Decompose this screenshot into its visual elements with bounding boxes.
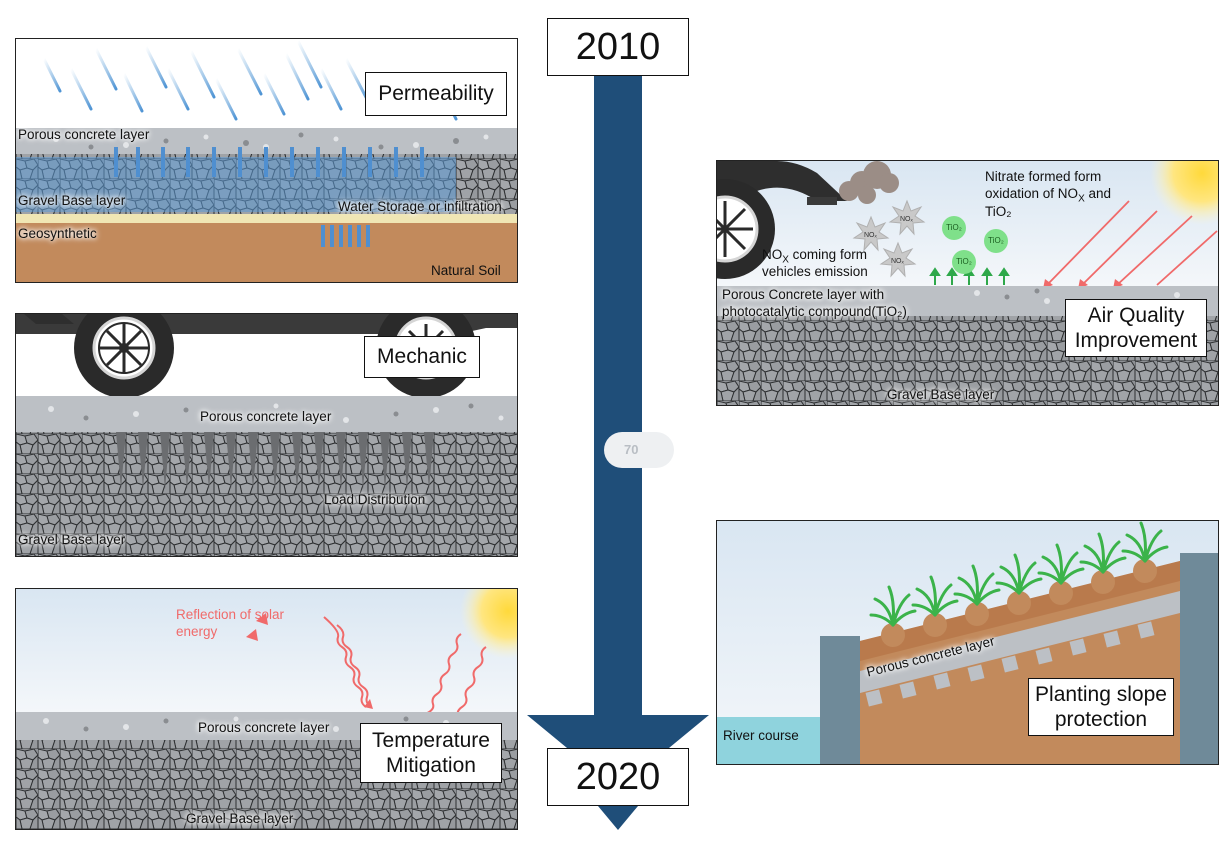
gas-nox-1: NOₓ — [864, 232, 877, 239]
plants — [869, 521, 1169, 627]
panel-mechanic: Mechanic Porous concrete layer Load Dist… — [15, 313, 518, 557]
car-silhouette — [717, 161, 847, 279]
label-water-storage: Water Storage or infiltration — [338, 199, 502, 214]
label-nox-line2: vehicles emission — [762, 264, 868, 279]
label-reflection-line1: Reflection of solar — [176, 607, 285, 622]
year-end: 2020 — [547, 748, 689, 806]
label-nitrate-line3: TiO₂ — [985, 204, 1012, 219]
label-nitrate-line2-sub: X — [1078, 193, 1085, 205]
tio2-particle-2: TiO₂ — [984, 229, 1008, 253]
label-natural-soil: Natural Soil — [431, 263, 501, 278]
label-nox-line1-a: NO — [762, 247, 783, 262]
overlay-badge: 70 — [604, 432, 674, 468]
label-nox-line1-b: coming form — [788, 247, 867, 262]
exhaust-smoke — [839, 161, 899, 204]
title-air-quality: Air Quality Improvement — [1065, 299, 1207, 357]
title-mechanic: Mechanic — [364, 336, 480, 378]
title-planting-line2: protection — [1054, 708, 1148, 731]
tio2-particle-3: TiO₂ — [952, 250, 976, 274]
title-air-quality-line2: Improvement — [1074, 329, 1198, 352]
label-nitrate-line2: oxidation of NOX and — [985, 186, 1111, 205]
gas-nox-2: NOₓ — [900, 216, 913, 223]
label-river-course: River course — [723, 728, 799, 743]
label-nox-line1: NOX coming form — [762, 247, 867, 266]
label-gravel-base: Gravel Base layer — [887, 387, 995, 402]
label-porous-concrete: Porous concrete layer — [200, 409, 332, 424]
tio2-particle-1: TiO₂ — [942, 216, 966, 240]
title-temperature-line2: Mitigation — [386, 754, 476, 777]
label-porous-line2: photocatalytic compound(TiO₂) — [722, 304, 907, 319]
label-geosynthetic: Geosynthetic — [18, 226, 97, 241]
title-temperature: Temperature Mitigation — [360, 723, 502, 783]
title-air-quality-line1: Air Quality — [1087, 303, 1185, 327]
car-wheel-left — [74, 314, 174, 398]
title-planting: Planting slope protection — [1028, 678, 1174, 736]
label-nitrate-line2-a: oxidation of NO — [985, 186, 1079, 201]
gas-nox-3: NOₓ — [891, 258, 904, 265]
label-nitrate-line2-b: and — [1084, 186, 1112, 201]
label-reflection-line2: energy — [176, 624, 218, 639]
label-porous-line1: Porous Concrete layer with — [722, 287, 885, 302]
label-gravel-base: Gravel Base layer — [186, 811, 294, 826]
label-gravel-base: Gravel Base layer — [18, 532, 126, 547]
label-load-distribution: Load Distribution — [324, 492, 426, 507]
label-porous-concrete: Porous concrete layer — [18, 127, 150, 142]
label-porous-concrete: Porous concrete layer — [198, 720, 330, 735]
year-start: 2010 — [547, 18, 689, 76]
panel-permeability: Permeability Porous concrete layer Grave… — [15, 38, 518, 283]
label-nox-line1-sub: X — [782, 254, 789, 266]
label-gravel-base: Gravel Base layer — [18, 193, 126, 208]
title-temperature-line1: Temperature — [372, 728, 490, 752]
title-permeability: Permeability — [365, 72, 507, 116]
panel-planting: Porous concrete layer River course Plant… — [716, 520, 1219, 765]
title-planting-line1: Planting slope — [1035, 682, 1167, 706]
panel-temperature: Reflection of solar energy Temperature M… — [15, 588, 518, 830]
panel-air-quality: NOₓ NOₓ NOₓ TiO₂ TiO₂ TiO₂ Nitrate forme… — [716, 160, 1219, 406]
label-nitrate-line1: Nitrate formed form — [985, 169, 1102, 184]
